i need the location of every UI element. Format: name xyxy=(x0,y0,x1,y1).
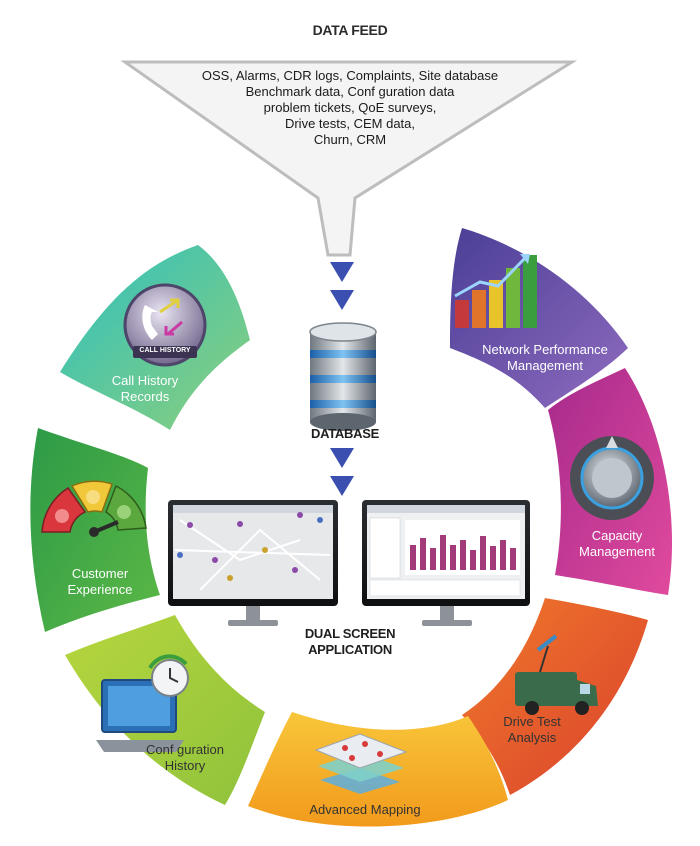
module-label-line1: Customer xyxy=(71,566,129,581)
bar-chart-icon xyxy=(454,254,537,328)
module-label-line1: Network Performance xyxy=(482,342,608,357)
module-label-advanced-mapping: Advanced Mapping xyxy=(295,802,435,818)
module-label-configuration-history: Conf guration History xyxy=(130,742,240,774)
map-layers-icon xyxy=(314,733,408,794)
database-label: DATABASE xyxy=(311,426,379,441)
configuration-history-icon xyxy=(96,654,189,752)
database-icon xyxy=(309,322,377,431)
petal-network-performance xyxy=(450,228,628,408)
call-history-badge-text: CALL HISTORY xyxy=(139,347,191,354)
satisfaction-gauge-icon xyxy=(41,480,147,537)
call-history-icon xyxy=(123,283,207,367)
data-feed-line: Drive tests, CEM data, xyxy=(284,116,416,131)
module-label-line1: Drive Test xyxy=(503,714,561,729)
module-label-line2: Management xyxy=(579,544,655,559)
module-label-line2: History xyxy=(164,758,206,773)
module-label-network-performance: Network Performance Management xyxy=(470,342,620,374)
module-label-line1: Capacity xyxy=(591,528,643,543)
module-label-line2: Records xyxy=(120,389,170,404)
arrow-down-icon xyxy=(330,262,354,310)
data-feed-title: DATA FEED xyxy=(312,22,388,38)
module-label-line1: Advanced Mapping xyxy=(309,802,421,817)
data-feed-line: Churn, CRM xyxy=(313,132,387,147)
module-label-line2: Analysis xyxy=(507,730,557,745)
monitor-chart-icon xyxy=(362,500,530,626)
data-feed-line: Benchmark data, Conf guration data xyxy=(245,84,455,99)
module-label-customer-experience: Customer Experience xyxy=(45,566,155,598)
arrow-down-icon xyxy=(330,448,354,496)
module-label-call-history: Call History Records xyxy=(85,373,205,405)
module-label-line2: Management xyxy=(507,358,583,373)
module-label-line1: Call History xyxy=(111,373,179,388)
monitor-map-icon xyxy=(168,500,338,626)
dual-screen-label-line1: DUAL SCREEN xyxy=(304,626,396,641)
data-feed-line: problem tickets, QoE surveys, xyxy=(263,100,437,115)
dual-screen-label-line2: APPLICATION xyxy=(308,642,392,657)
data-feed-line: OSS, Alarms, CDR logs, Complaints, Site … xyxy=(201,68,499,83)
module-label-capacity-management: Capacity Management xyxy=(562,528,672,560)
data-feed-funnel xyxy=(120,60,578,257)
module-label-line2: Experience xyxy=(67,582,133,597)
capacity-knob-icon xyxy=(570,436,654,520)
drive-test-van-icon xyxy=(515,634,598,715)
module-label-line1: Conf guration xyxy=(145,742,225,757)
module-label-drive-test: Drive Test Analysis xyxy=(482,714,582,746)
